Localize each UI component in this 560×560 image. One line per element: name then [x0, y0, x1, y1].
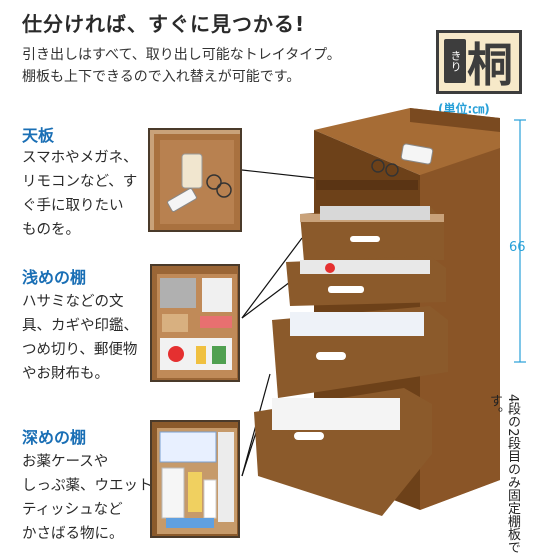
wallet-icon: [162, 314, 188, 332]
photo-deep-tray: [150, 420, 240, 538]
desc-line: ハサミなどの文: [22, 294, 124, 310]
desc-line: お薬ケースや: [22, 454, 109, 470]
remote-icon: [167, 188, 197, 212]
section-title-deep: 深めの棚: [22, 428, 87, 447]
leader-line-shallow-1: [241, 237, 303, 319]
desc-line: しっぷ薬、ウエット: [22, 478, 153, 494]
desc-line: やお財布も。: [22, 366, 109, 382]
kiri-furigana: きり: [444, 39, 466, 83]
intro-line: 棚板も上下できるので入れ替えが可能です。: [22, 69, 301, 85]
desc-line: 具、カギや印鑑、: [22, 318, 138, 334]
top-board-illustration: [150, 130, 240, 230]
section-title-shallow: 浅めの棚: [22, 268, 87, 287]
unit-label: (単位:㎝): [438, 102, 490, 116]
photo-top-board: [148, 128, 242, 232]
headline: 仕分ければ、すぐに見つかる!: [22, 12, 306, 36]
glasses-on-top-icon: [371, 159, 385, 173]
drawer-1: [300, 206, 444, 262]
drawer-3: [272, 306, 448, 398]
drawer-4: [254, 388, 432, 516]
smartphone-icon: [181, 153, 203, 189]
desc-line: かさばる物に。: [22, 526, 124, 542]
kiri-badge: きり 桐: [436, 30, 522, 94]
intro-text: 引き出しはすべて、取り出し可能なトレイタイプ。 棚板も上下できるので入れ替えが可…: [22, 44, 412, 88]
section-desc-shallow: ハサミなどの文 具、カギや印鑑、 つめ切り、郵便物 やお財布も。: [22, 290, 138, 386]
section-desc-deep: お薬ケースや しっぷ薬、ウエット ティッシュなど かさばる物に。: [22, 450, 153, 546]
kiri-kanji: 桐: [467, 38, 513, 92]
drawer-4-handle: [294, 432, 324, 440]
intro-line: 引き出しはすべて、取り出し可能なトレイタイプ。: [22, 47, 341, 63]
wet-tissue-icon: [159, 431, 217, 463]
desc-line: ぐ手に取りたい: [22, 198, 124, 214]
remote-on-top-icon: [400, 143, 434, 165]
drawer-2: [286, 256, 446, 306]
shallow-tray-illustration: [152, 266, 238, 380]
leader-line-shallow-2: [241, 281, 291, 319]
desc-line: ティッシュなど: [22, 502, 123, 518]
height-dimension-label: 66: [509, 240, 526, 255]
deep-tray-illustration: [152, 422, 238, 536]
desc-line: ものを。: [22, 222, 80, 238]
height-dimension: [514, 119, 526, 363]
section-title-top: 天板: [22, 126, 55, 145]
desc-line: つめ切り、郵便物: [22, 342, 138, 358]
desc-line: リモコンなど、す: [22, 174, 138, 190]
drawer-1-handle: [350, 236, 380, 242]
section-desc-top: スマホやメガネ、 リモコンなど、す ぐ手に取りたい ものを。: [22, 146, 138, 242]
drawer-2-handle: [328, 286, 364, 293]
drawer-3-handle: [316, 352, 346, 360]
desc-line: スマホやメガネ、: [22, 150, 138, 166]
photo-shallow-tray: [150, 264, 240, 382]
glasses-icon: [206, 174, 232, 198]
fixed-shelf-note: 4段の2段目のみ固定棚板です。: [487, 394, 520, 554]
calculator-icon: [160, 278, 196, 308]
